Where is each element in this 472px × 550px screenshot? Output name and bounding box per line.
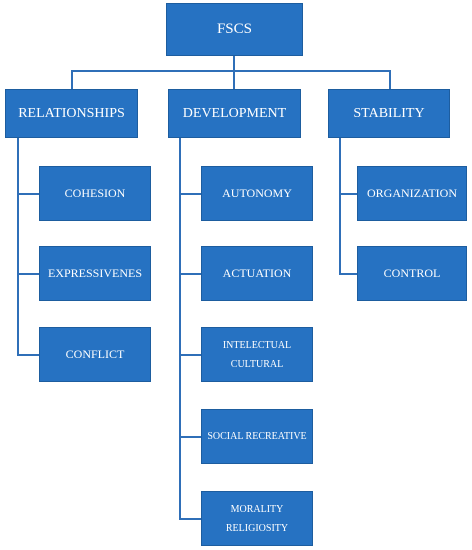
node-autonomy: AUTONOMY [201,166,313,221]
connector-development-up [233,70,235,90]
connector-expressivenes [17,273,39,275]
node-expressivenes: EXPRESSIVENES [39,246,151,301]
connector-stability-spine [339,138,341,275]
connector-morality-religiosity [179,518,201,520]
node-conflict: CONFLICT [39,327,151,382]
connector-social-recreative [179,436,201,438]
connector-stability-up [389,70,391,90]
connector-autonomy [179,193,201,195]
connector-intelectual-cultural [179,354,201,356]
node-actuation: ACTUATION [201,246,313,301]
node-relationships: RELATIONSHIPS [5,89,138,138]
connector-relationships-spine [17,138,19,356]
connector-conflict [17,354,39,356]
connector-control [339,273,357,275]
node-development: DEVELOPMENT [168,89,301,138]
node-root: FSCS [166,3,303,56]
node-control: CONTROL [357,246,467,301]
connector-relationships-up [71,70,73,90]
connector-cohesion [17,193,39,195]
node-cohesion: COHESION [39,166,151,221]
node-organization: ORGANIZATION [357,166,467,221]
connector-development-spine [179,138,181,520]
node-intelectual-cultural: INTELECTUAL CULTURAL [201,327,313,382]
node-stability: STABILITY [328,89,450,138]
connector-organization [339,193,357,195]
node-morality-religiosity: MORALITY RELIGIOSITY [201,491,313,546]
connector-horizontal-bus [71,70,390,72]
node-social-recreative: SOCIAL RECREATIVE [201,409,313,464]
connector-actuation [179,273,201,275]
connector-root-down [233,56,235,71]
